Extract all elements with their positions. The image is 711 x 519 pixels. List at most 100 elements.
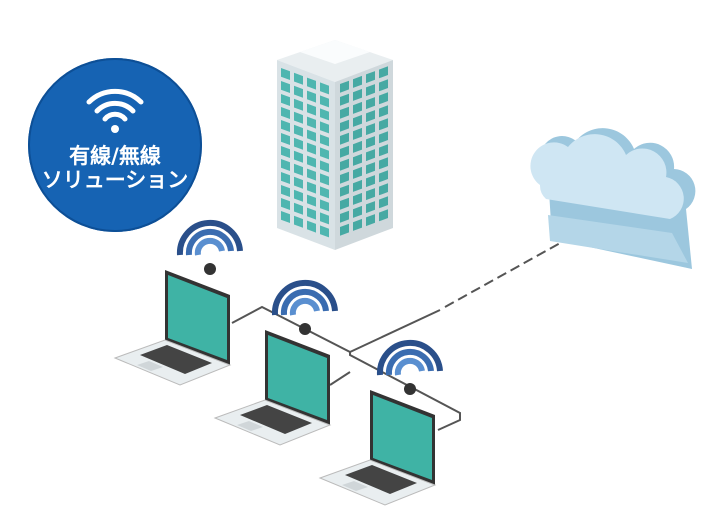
window	[340, 145, 349, 158]
window	[353, 88, 362, 101]
keyboard	[140, 345, 212, 374]
touchpad	[342, 481, 368, 491]
laptop	[318, 390, 437, 506]
window	[281, 185, 290, 197]
window	[281, 211, 290, 223]
window	[340, 119, 349, 132]
window	[379, 79, 388, 92]
window	[320, 199, 329, 212]
window	[307, 181, 316, 194]
window	[366, 71, 375, 84]
cloud	[530, 128, 696, 269]
laptop-screen	[168, 275, 227, 360]
window	[379, 131, 388, 144]
laptop	[213, 330, 332, 446]
badge-title-line2: ソリューション	[41, 168, 189, 192]
window	[379, 183, 388, 196]
window	[307, 103, 316, 116]
window	[353, 218, 362, 231]
window	[294, 176, 303, 189]
window	[294, 163, 303, 176]
window	[340, 197, 349, 210]
window	[320, 212, 329, 225]
window	[294, 98, 303, 111]
window	[307, 129, 316, 142]
window	[307, 90, 316, 103]
window	[320, 160, 329, 173]
wifi-access-point-icon	[271, 279, 338, 335]
network-cables	[231, 231, 581, 431]
window	[353, 127, 362, 140]
window	[366, 175, 375, 188]
wired-wireless-solution-badge: 有線/無線 ソリューション	[28, 58, 202, 232]
window	[366, 214, 375, 227]
window	[366, 149, 375, 162]
window	[379, 118, 388, 131]
window	[307, 155, 316, 168]
window	[307, 168, 316, 181]
window	[294, 137, 303, 150]
window	[307, 142, 316, 155]
window	[307, 116, 316, 129]
wifi-access-point-icon	[376, 339, 443, 395]
window	[294, 124, 303, 137]
window	[340, 223, 349, 236]
window	[353, 192, 362, 205]
window	[379, 92, 388, 105]
window	[307, 220, 316, 233]
window	[307, 207, 316, 220]
window	[340, 80, 349, 93]
window	[366, 97, 375, 110]
window	[294, 215, 303, 228]
window	[366, 123, 375, 136]
window	[379, 105, 388, 118]
window	[281, 146, 290, 158]
window	[366, 188, 375, 201]
keyboard	[345, 465, 417, 494]
window	[281, 68, 290, 80]
window	[353, 140, 362, 153]
window	[320, 225, 329, 238]
window	[320, 173, 329, 186]
window	[281, 159, 290, 171]
window	[340, 171, 349, 184]
keyboard	[240, 405, 312, 434]
window	[320, 82, 329, 95]
window	[281, 107, 290, 119]
window	[366, 201, 375, 214]
wifi-access-point-icon	[176, 219, 243, 275]
window	[281, 133, 290, 145]
touchpad	[237, 421, 263, 431]
window	[281, 120, 290, 132]
window	[320, 121, 329, 134]
window	[379, 170, 388, 183]
window	[320, 95, 329, 108]
office-building	[277, 40, 393, 250]
window	[353, 166, 362, 179]
window	[340, 184, 349, 197]
badge-title-line1: 有線/無線	[69, 144, 161, 168]
window	[294, 150, 303, 163]
window	[294, 72, 303, 85]
window	[366, 110, 375, 123]
touchpad	[137, 361, 163, 371]
window	[353, 75, 362, 88]
window	[340, 210, 349, 223]
laptop-screen	[373, 395, 432, 480]
window	[320, 186, 329, 199]
window	[294, 202, 303, 215]
window	[353, 114, 362, 127]
window	[307, 194, 316, 207]
window	[366, 162, 375, 175]
window	[340, 106, 349, 119]
window	[353, 205, 362, 218]
laptop	[113, 270, 232, 386]
laptop-screen	[268, 335, 327, 420]
window	[281, 198, 290, 210]
window	[353, 101, 362, 114]
window	[320, 134, 329, 147]
window	[320, 147, 329, 160]
window	[281, 81, 290, 93]
